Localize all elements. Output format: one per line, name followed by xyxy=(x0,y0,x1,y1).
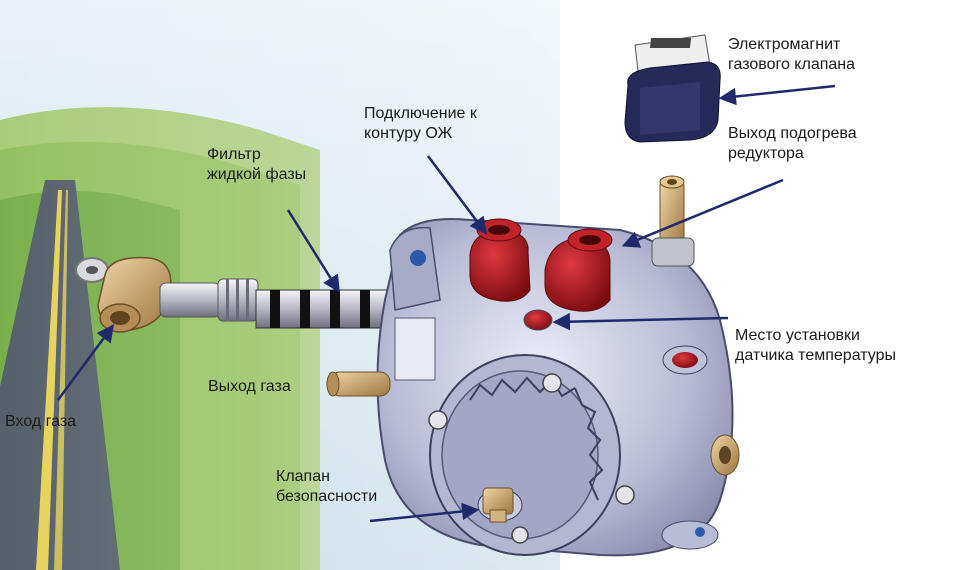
reducer-body xyxy=(326,218,740,557)
solenoid-coil xyxy=(624,34,721,143)
arrow-gas-in xyxy=(56,324,115,401)
label-coolant-connection: Подключение к контуру ОЖ xyxy=(364,105,477,142)
label-temp-sensor: Место установки датчика температуры xyxy=(735,327,896,364)
label-gas-inlet: Вход газа xyxy=(5,413,77,430)
label-solenoid: Электромагнит газового клапана xyxy=(728,36,856,73)
coolant-fittings xyxy=(469,218,613,312)
label-heater-outlet: Выход подогрева редуктора xyxy=(728,125,857,162)
arrow-filter xyxy=(286,209,340,293)
heater-outlet-pipe xyxy=(651,175,695,267)
label-liquid-filter: Фильтр жидкой фазы xyxy=(207,146,307,183)
label-gas-outlet: Выход газа xyxy=(208,378,291,395)
arrow-temp-sensor xyxy=(552,312,729,331)
label-safety-valve: Клапан безопасности xyxy=(276,468,378,505)
arrow-safety-valve xyxy=(369,502,480,523)
arrow-coolant xyxy=(427,155,488,235)
arrow-heater-out xyxy=(621,178,784,248)
annotation-arrows xyxy=(56,84,836,523)
arrow-solenoid xyxy=(718,84,836,106)
